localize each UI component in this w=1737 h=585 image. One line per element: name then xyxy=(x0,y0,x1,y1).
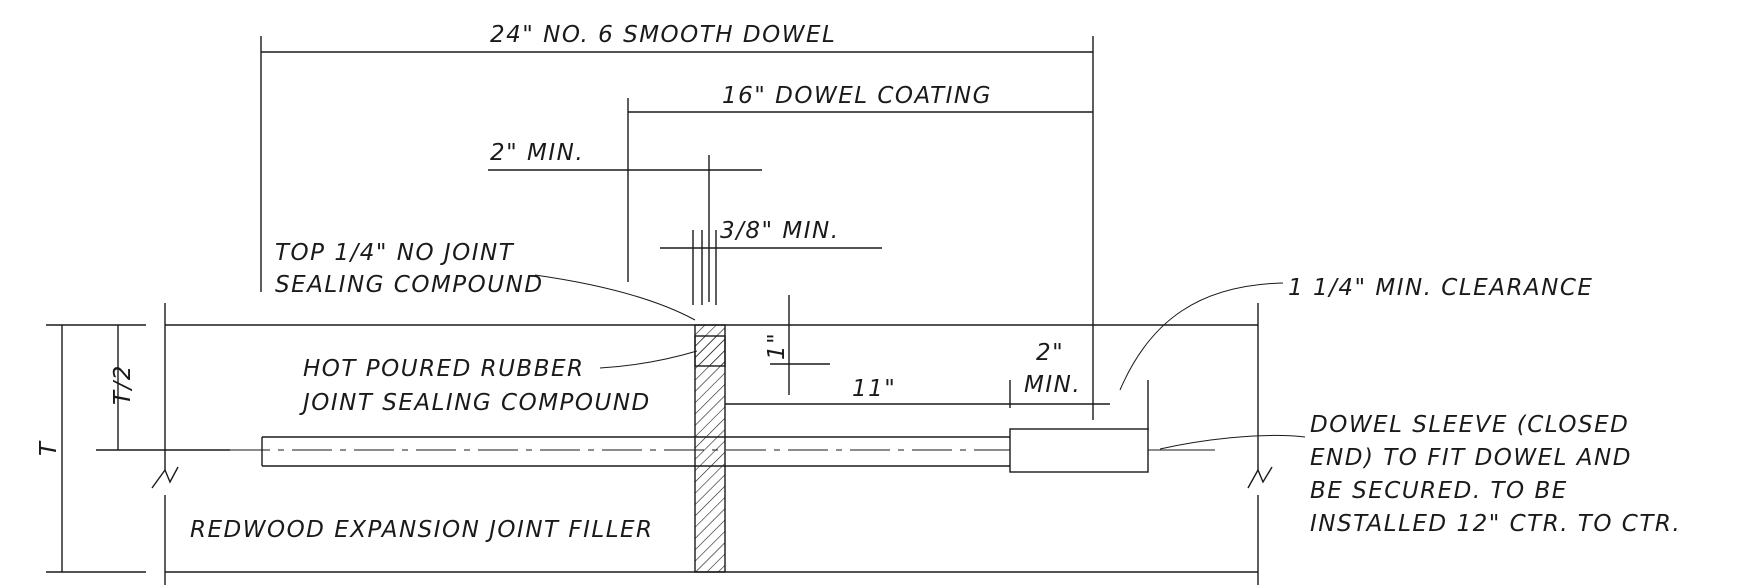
top-quarter-leader xyxy=(534,274,696,321)
three-eighths-min-label: 3/8" MIN. xyxy=(720,218,840,244)
half-thickness-label: T/2 xyxy=(110,364,136,405)
top-quarter-label-line2: SEALING COMPOUND xyxy=(275,272,544,298)
clearance-label: 1 1/4" MIN. CLEARANCE xyxy=(1288,275,1593,301)
hot-poured-leader xyxy=(599,350,698,369)
dowel-bar xyxy=(230,436,1010,467)
sleeve-label-line4: INSTALLED 12" CTR. TO CTR. xyxy=(1310,511,1681,537)
two-min-right-dimension xyxy=(1009,380,1149,430)
sleeve-label-line2: END) TO FIT DOWEL AND xyxy=(1310,445,1632,471)
two-min-right-label-line2: MIN. xyxy=(1024,372,1081,398)
sleeve-leader xyxy=(1159,434,1306,450)
clearance-leader xyxy=(1119,282,1284,391)
one-inch-label: 1" xyxy=(764,332,790,360)
hot-poured-sealant xyxy=(694,335,726,367)
redwood-label: REDWOOD EXPANSION JOINT FILLER xyxy=(190,517,654,543)
one-inch-dimension xyxy=(770,295,830,395)
top-quarter-label-line1: TOP 1/4" NO JOINT xyxy=(275,240,515,266)
dowel-coating-label: 16" DOWEL COATING xyxy=(722,83,992,109)
three-eighths-min-dimension xyxy=(660,230,882,305)
hot-poured-label-line1: HOT POURED RUBBER xyxy=(303,356,585,382)
thickness-label: T xyxy=(36,440,62,456)
dowel-coating-dimension xyxy=(627,98,1093,282)
sleeve-label-line1: DOWEL SLEEVE (CLOSED xyxy=(1310,412,1629,438)
dowel-sleeve xyxy=(1009,428,1149,473)
thickness-dimension xyxy=(46,324,230,573)
sleeve-label-line3: BE SECURED. TO BE xyxy=(1310,478,1568,504)
smooth-dowel-label: 24" NO. 6 SMOOTH DOWEL xyxy=(490,22,836,48)
two-min-right-label-line1: 2" xyxy=(1036,340,1064,366)
smooth-dowel-dimension xyxy=(260,36,1094,420)
hot-poured-label-line2: JOINT SEALING COMPOUND xyxy=(299,390,651,416)
two-min-top-label: 2" MIN. xyxy=(490,140,584,166)
two-min-top-dimension xyxy=(488,155,762,302)
eleven-inch-label: 11" xyxy=(852,376,896,402)
